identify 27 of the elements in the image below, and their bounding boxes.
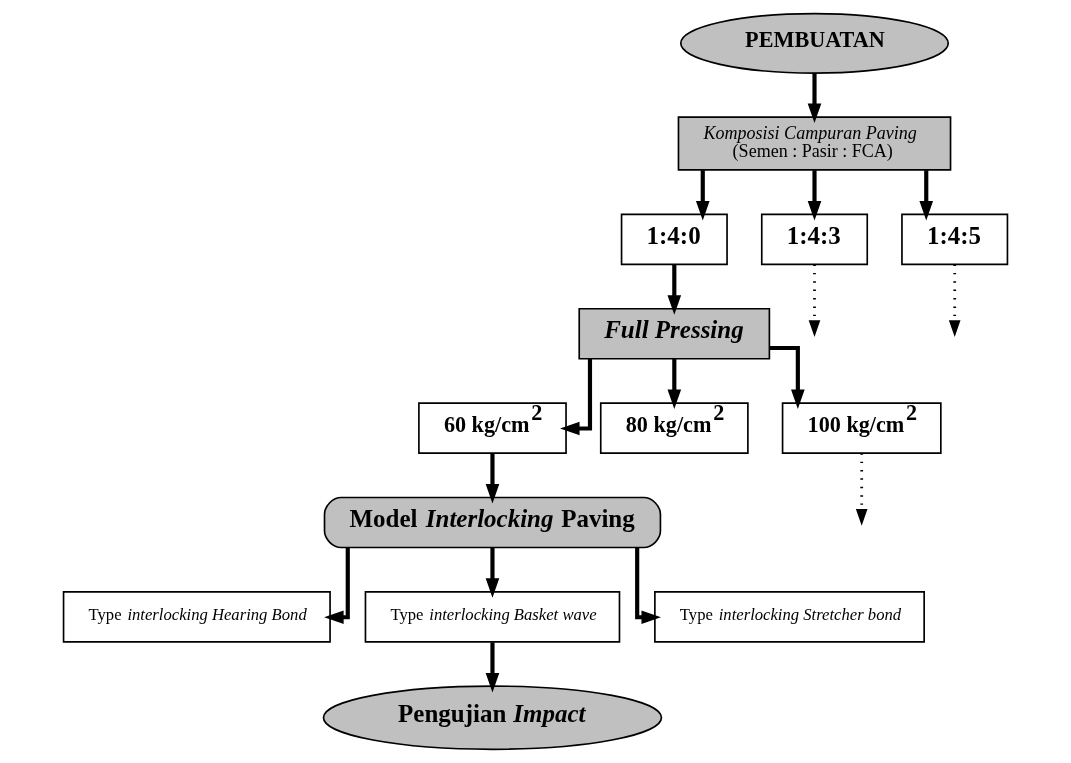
arrow	[807, 72, 822, 123]
arrow	[560, 359, 593, 436]
arrow	[807, 170, 822, 221]
arrow	[695, 170, 710, 221]
node-box: Type interlocking Hearing Bond	[62, 591, 331, 643]
arrow	[485, 642, 500, 693]
arrow	[324, 547, 350, 625]
arrow	[855, 453, 868, 526]
node-box: Komposisi Campuran Paving (Semen : Pasir : FCA)	[677, 116, 952, 171]
arrow	[667, 264, 682, 315]
node-box: Model Interlocking Paving	[323, 496, 662, 549]
node-box: 1:4:3	[760, 213, 869, 266]
node-ellipse: PEMBUATAN	[679, 12, 950, 74]
arrow	[808, 264, 821, 337]
node-box: Type interlocking Stretcher bond	[654, 591, 925, 643]
node-box: Full Pressing	[578, 307, 771, 360]
arrow	[485, 547, 500, 598]
arrow	[948, 264, 961, 337]
node-box: Type interlocking Basket wave	[364, 591, 621, 643]
arrow	[635, 547, 661, 625]
arrow	[769, 345, 805, 410]
node-box: 1:4:0	[620, 213, 728, 266]
arrow	[919, 170, 934, 221]
node-ellipse: Pengujian Impact	[322, 685, 663, 751]
arrow	[667, 359, 682, 410]
arrow	[485, 453, 500, 504]
node-box: 1:4:5	[901, 213, 1009, 266]
